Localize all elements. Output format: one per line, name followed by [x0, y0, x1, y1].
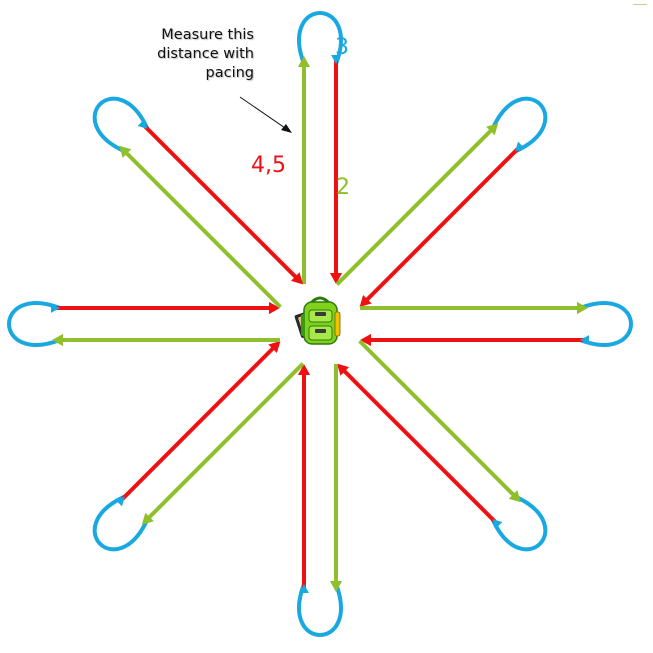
loop-east	[579, 301, 633, 347]
outbound-arrowhead-west	[52, 333, 63, 347]
pointer-arrowhead	[281, 124, 292, 133]
outbound-arrowhead-south-west	[141, 512, 154, 525]
loop-label: 3	[335, 35, 349, 60]
return-line-south-west	[117, 346, 275, 504]
outbound-arrowhead-south	[329, 581, 343, 592]
loop-north-east	[490, 96, 548, 154]
loop-north	[297, 11, 343, 65]
loop-north-west	[92, 96, 150, 154]
return-line-north-east	[365, 144, 523, 302]
loop-arrowhead-south-east	[492, 519, 503, 529]
pointer-line	[239, 96, 289, 131]
backpack-icon	[294, 296, 341, 345]
loop-arrowhead-south-west	[115, 496, 125, 507]
return-line-south-east	[342, 369, 500, 527]
measure-annotation: Measure this distance with pacing	[130, 26, 254, 83]
return-arrowhead-east	[360, 333, 371, 347]
loop-arrowhead-north-west	[137, 119, 148, 129]
outbound-line-south-west	[147, 362, 305, 520]
outbound-label: 2	[336, 175, 350, 200]
outbound-line-north-west	[124, 151, 282, 309]
loop-arrowhead-west	[51, 303, 60, 313]
return-arrowhead-south	[297, 364, 311, 375]
loop-arrowhead-south	[299, 584, 309, 593]
loop-arrowhead-north	[331, 55, 341, 64]
annotation-line-1: Measure this	[161, 27, 254, 43]
loop-west	[7, 301, 61, 347]
return-arrowhead-north	[329, 273, 343, 284]
outbound-arrowhead-north-west	[119, 145, 132, 158]
outbound-line-south-east	[358, 339, 516, 497]
return-arrowhead-west	[269, 301, 280, 315]
return-label: 4,5	[251, 153, 286, 178]
return-arrowhead-north-east	[359, 295, 372, 307]
loop-arrowhead-east	[580, 335, 589, 345]
annotation-line-3: pacing	[205, 65, 254, 81]
loop-arrowhead-north-east	[515, 141, 525, 152]
return-arrowhead-north-west	[291, 272, 303, 285]
return-line-north-west	[140, 121, 298, 279]
corner-mark	[633, 0, 647, 5]
loop-south	[297, 583, 343, 637]
outbound-arrowhead-east	[577, 301, 588, 315]
outbound-line-north-east	[335, 128, 493, 286]
outbound-arrowhead-south-east	[508, 490, 521, 503]
loop-south-east	[490, 494, 548, 552]
return-arrowhead-south-west	[268, 341, 281, 353]
annotation-line-2: distance with	[157, 46, 254, 62]
return-arrowhead-south-east	[337, 363, 349, 376]
loop-south-west	[92, 494, 150, 552]
spokes	[7, 11, 633, 637]
outbound-arrowhead-north-east	[486, 123, 499, 136]
outbound-arrowhead-north	[297, 56, 311, 67]
